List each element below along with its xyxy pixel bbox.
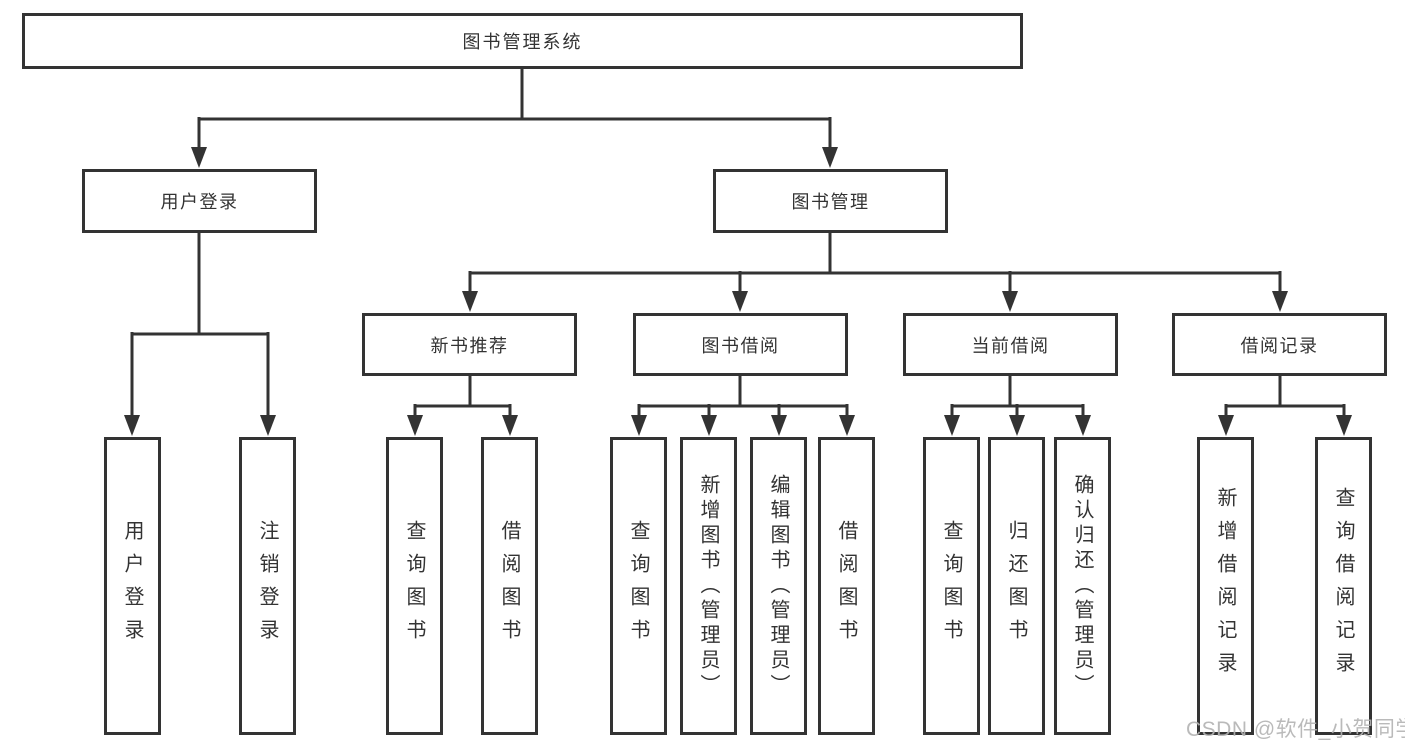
node-new-book-recommend: 新书推荐 — [362, 313, 577, 376]
leaf-query-books-current: 查询图书 — [923, 437, 980, 735]
node-borrow-record: 借阅记录 — [1172, 313, 1387, 376]
leaf-logout: 注销登录 — [239, 437, 296, 735]
leaf-add-books-admin: 新增图书（管理员） — [680, 437, 737, 735]
leaf-borrow-books: 借阅图书 — [818, 437, 875, 735]
leaf-add-borrow-record: 新增借阅记录 — [1197, 437, 1254, 735]
leaf-borrow-books-recommend: 借阅图书 — [481, 437, 538, 735]
leaf-label: 确认归还（管理员） — [1071, 473, 1093, 699]
leaf-label: 借阅图书 — [498, 520, 520, 652]
node-system-root: 图书管理系统 — [22, 13, 1023, 69]
leaf-label: 归还图书 — [1005, 520, 1027, 652]
leaf-label: 查询图书 — [403, 520, 425, 652]
leaf-query-borrow-record: 查询借阅记录 — [1315, 437, 1372, 735]
node-book-borrow: 图书借阅 — [633, 313, 848, 376]
leaf-user-login: 用户登录 — [104, 437, 161, 735]
leaf-label: 用户登录 — [121, 520, 143, 652]
leaf-label: 编辑图书（管理员） — [767, 473, 789, 699]
leaf-label: 查询图书 — [627, 520, 649, 652]
node-current-borrow: 当前借阅 — [903, 313, 1118, 376]
node-book-management: 图书管理 — [713, 169, 948, 233]
leaf-edit-books-admin: 编辑图书（管理员） — [750, 437, 807, 735]
node-user-login: 用户登录 — [82, 169, 317, 233]
leaf-query-books-recommend: 查询图书 — [386, 437, 443, 735]
leaf-label: 查询图书 — [940, 520, 962, 652]
leaf-label: 借阅图书 — [835, 520, 857, 652]
arrowhead-icons — [124, 147, 1352, 436]
leaf-return-books: 归还图书 — [988, 437, 1045, 735]
leaf-label: 新增图书（管理员） — [697, 473, 719, 699]
leaf-label: 注销登录 — [256, 520, 278, 652]
leaf-label: 新增借阅记录 — [1214, 487, 1236, 685]
leaf-confirm-return-admin: 确认归还（管理员） — [1054, 437, 1111, 735]
leaf-query-books-borrow: 查询图书 — [610, 437, 667, 735]
leaf-label: 查询借阅记录 — [1332, 487, 1354, 685]
watermark-text: CSDN @软件_小贺同学 — [1186, 718, 1405, 741]
